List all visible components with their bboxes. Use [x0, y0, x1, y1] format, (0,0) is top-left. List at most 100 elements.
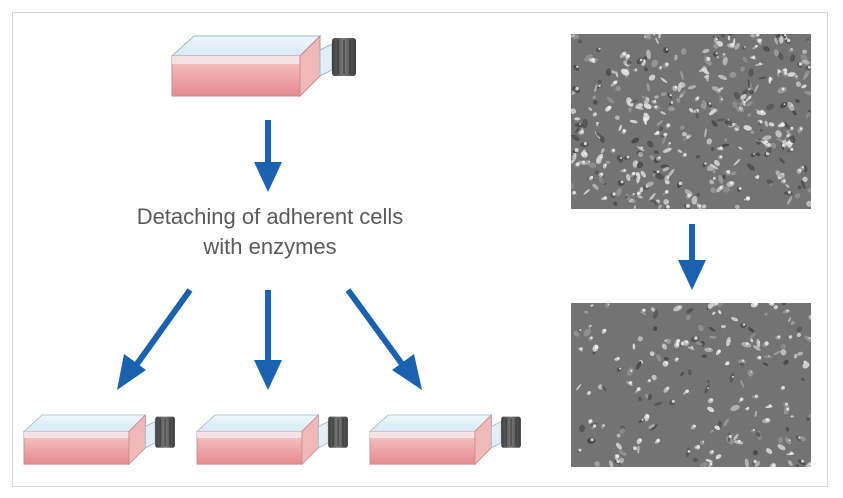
- cell-halo-mark: [712, 176, 716, 180]
- cell-halo-mark: [731, 375, 734, 378]
- cell-mark: [691, 195, 698, 205]
- cell-halo-mark: [781, 143, 785, 147]
- cell-mark: [726, 34, 734, 36]
- cell-halo-mark: [620, 156, 622, 159]
- cell-halo-mark: [750, 371, 753, 373]
- cell-mark: [571, 108, 577, 114]
- cell-mark: [781, 303, 786, 306]
- cell-halo-mark: [588, 160, 590, 163]
- cell-mark: [662, 147, 672, 153]
- cell-halo-mark: [769, 77, 773, 81]
- cell-halo-mark: [639, 438, 642, 442]
- cell-halo-mark: [572, 190, 576, 195]
- cell-mark: [651, 59, 658, 68]
- cell-mark: [594, 170, 599, 175]
- cell-mark: [719, 96, 723, 99]
- cell-halo-mark: [743, 100, 746, 104]
- cell-mark: [596, 153, 604, 163]
- cell-mark: [598, 176, 606, 184]
- cell-mark: [641, 311, 647, 316]
- cell-halo-mark: [784, 34, 787, 37]
- cell-halo-mark: [643, 117, 648, 122]
- cell-halo-mark: [783, 179, 786, 182]
- arrow-down-micrograph-icon: [678, 224, 706, 290]
- cell-mark: [619, 428, 626, 434]
- cell-mark: [780, 343, 787, 350]
- cell-halo-mark: [710, 398, 713, 402]
- cell-mark: [790, 415, 794, 418]
- cell-mark: [739, 362, 745, 366]
- cell-mark: [629, 119, 638, 124]
- cell-mark: [711, 86, 721, 92]
- cell-mark: [730, 171, 737, 176]
- cell-mark: [681, 131, 687, 137]
- cell-mark: [800, 54, 808, 62]
- cell-mark: [777, 86, 787, 94]
- cell-halo-mark: [676, 357, 679, 361]
- cell-mark: [783, 359, 789, 365]
- cell-mark: [741, 88, 749, 96]
- cell-halo-mark: [717, 425, 720, 428]
- cell-mark: [780, 349, 787, 356]
- cell-mark: [578, 39, 582, 44]
- cell-halo-mark: [786, 38, 791, 43]
- cell-halo-mark: [668, 142, 671, 145]
- cell-mark: [747, 113, 752, 117]
- cell-mark: [624, 195, 629, 199]
- cell-mark: [745, 101, 753, 107]
- cell-halo-mark: [648, 379, 651, 383]
- cell-halo-mark: [685, 340, 689, 344]
- cell-halo-mark: [615, 454, 620, 458]
- cell-mark: [674, 54, 678, 61]
- cell-halo-mark: [755, 44, 758, 48]
- cell-mark: [575, 127, 580, 134]
- cell-mark: [732, 101, 738, 108]
- cell-mark: [692, 457, 699, 463]
- cell-mark: [783, 122, 791, 130]
- cell-halo-mark: [756, 175, 760, 179]
- cell-mark: [637, 396, 643, 402]
- cell-mark: [648, 424, 655, 429]
- cell-halo-mark: [670, 101, 674, 104]
- cell-halo-mark: [777, 69, 781, 73]
- cell-mark: [804, 335, 811, 343]
- cell-mark: [755, 152, 761, 157]
- cell-halo-mark: [676, 339, 681, 343]
- cell-mark: [733, 91, 741, 100]
- cell-mark: [659, 126, 664, 132]
- cell-mark: [727, 35, 731, 41]
- cell-mark: [618, 457, 625, 464]
- cell-halo-mark: [589, 324, 592, 327]
- cell-mark: [797, 351, 804, 356]
- cell-mark: [741, 99, 746, 107]
- cell-mark: [755, 139, 764, 143]
- cell-halo-mark: [786, 309, 789, 312]
- cell-mark: [806, 417, 811, 422]
- cell-halo-mark: [623, 168, 626, 172]
- cell-mark: [696, 203, 702, 209]
- cell-mark: [740, 379, 745, 388]
- cell-mark: [740, 94, 747, 100]
- cell-halo-mark: [658, 156, 661, 159]
- cell-mark: [756, 339, 761, 348]
- cell-halo-mark: [620, 180, 624, 184]
- cell-mark: [748, 88, 755, 95]
- cell-mark: [652, 309, 659, 320]
- cell-mark: [605, 68, 612, 77]
- cell-mark: [661, 136, 667, 145]
- cell-mark: [793, 74, 798, 80]
- cell-mark: [593, 100, 598, 105]
- cell-halo-mark: [687, 193, 692, 198]
- cell-mark: [615, 442, 623, 450]
- cell-halo-mark: [704, 162, 707, 165]
- cell-mark: [647, 393, 652, 401]
- cell-mark: [781, 139, 787, 145]
- cell-mark: [574, 117, 581, 121]
- cell-mark: [766, 147, 772, 154]
- cell-halo-mark: [617, 357, 620, 359]
- cell-mark: [660, 92, 668, 97]
- cell-halo-mark: [576, 65, 579, 68]
- cell-halo-mark: [598, 47, 601, 50]
- cell-mark: [733, 433, 739, 441]
- cell-mark: [738, 101, 744, 107]
